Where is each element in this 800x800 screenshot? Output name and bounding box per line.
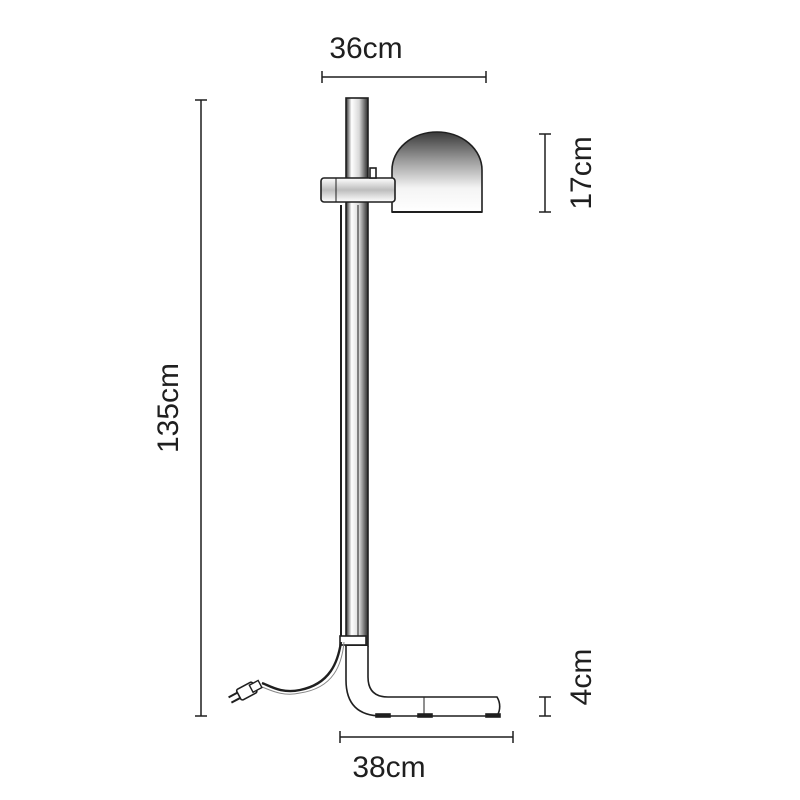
dimension-label-head-height: 17cm	[565, 136, 598, 209]
dimension-label-base-height: 4cm	[565, 649, 598, 706]
dimension-label-total-height: 135cm	[152, 363, 185, 453]
dimension-total-height	[195, 99, 207, 717]
base-foot	[375, 713, 391, 718]
power-cord	[261, 641, 343, 693]
dimension-base-width	[339, 731, 514, 743]
lamp-clamp	[320, 177, 396, 203]
plug-icon	[228, 679, 263, 704]
dimension-label-top-width: 36cm	[329, 32, 402, 65]
cable-ring	[339, 635, 367, 646]
dimension-head-height	[539, 133, 551, 213]
base-foot	[485, 713, 501, 718]
lamp-base	[345, 646, 501, 717]
dimension-base-height	[539, 696, 551, 717]
floor-lamp	[228, 97, 501, 718]
lamp-shade	[391, 131, 483, 213]
power-cord-edge	[261, 641, 345, 695]
dimension-label-base-width: 38cm	[352, 751, 425, 784]
base-foot	[417, 713, 433, 718]
clamp-knob	[369, 167, 377, 179]
dimension-top-width	[321, 71, 487, 83]
